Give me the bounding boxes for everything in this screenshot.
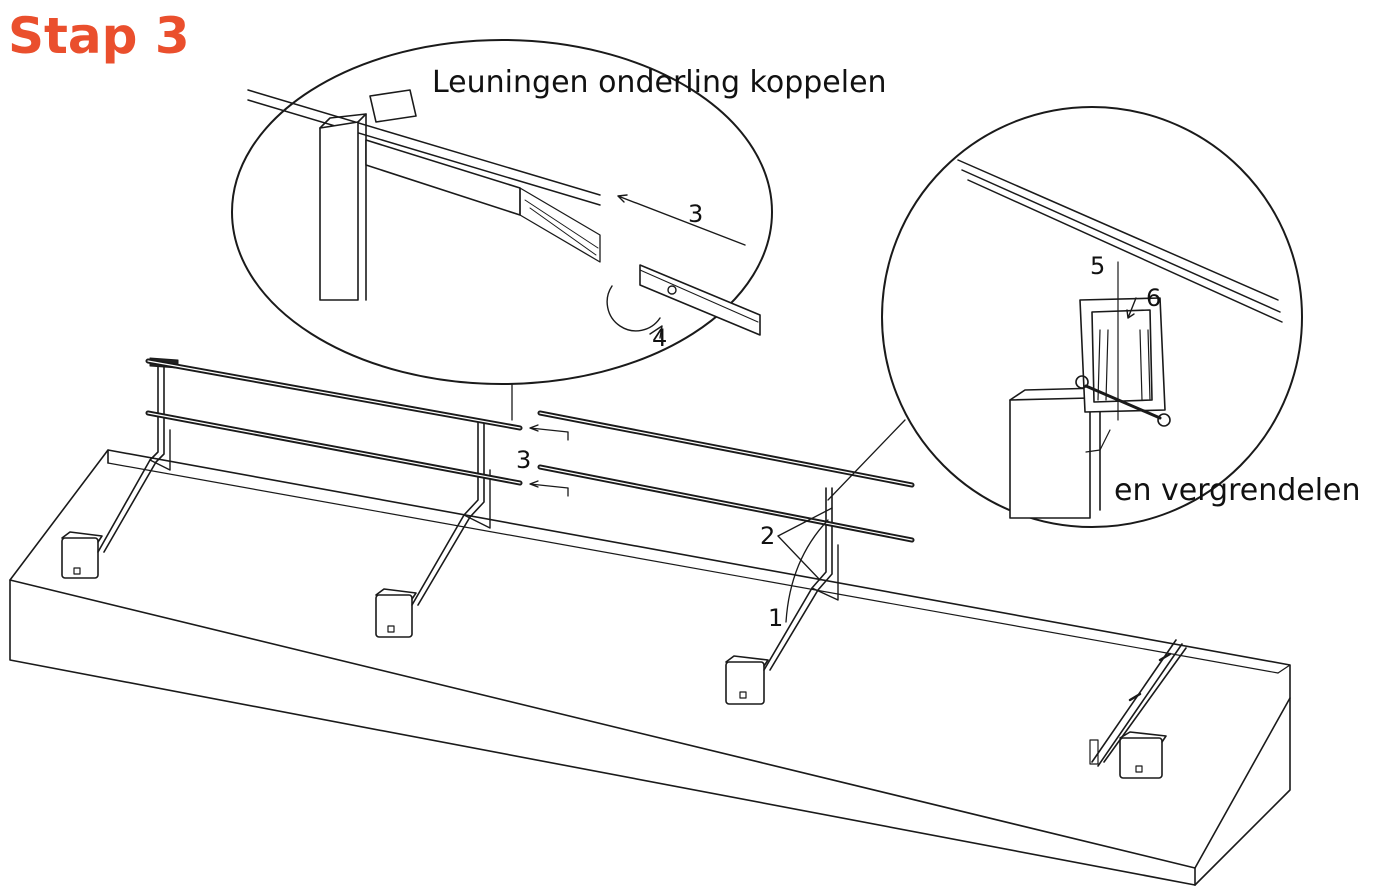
marker-latch: 6	[1146, 284, 1161, 312]
step-title: Stap 3	[8, 7, 190, 65]
marker-press: 5	[1090, 252, 1105, 280]
marker-rotate: 4	[652, 324, 667, 352]
bracket-4-folded	[1089, 639, 1187, 779]
callout-lock: en vergrendelen	[1114, 473, 1361, 508]
guardrail-rails	[145, 358, 915, 543]
detail-lock	[881, 106, 1303, 528]
bracket-2	[375, 419, 491, 638]
marker-main-gap: 3	[516, 446, 531, 474]
callout-couple-rails: Leuningen onderling koppelen	[432, 65, 887, 100]
roof-slab	[9, 449, 1291, 886]
bracket-3	[725, 487, 839, 705]
detail-coupling	[231, 39, 773, 385]
marker-upright: 2	[760, 522, 775, 550]
labels: Leuningen onderling koppelen en vergrend…	[432, 65, 1361, 632]
marker-base: 1	[768, 604, 783, 632]
bracket-1	[61, 357, 179, 579]
marker-rail-slide: 3	[688, 200, 703, 228]
